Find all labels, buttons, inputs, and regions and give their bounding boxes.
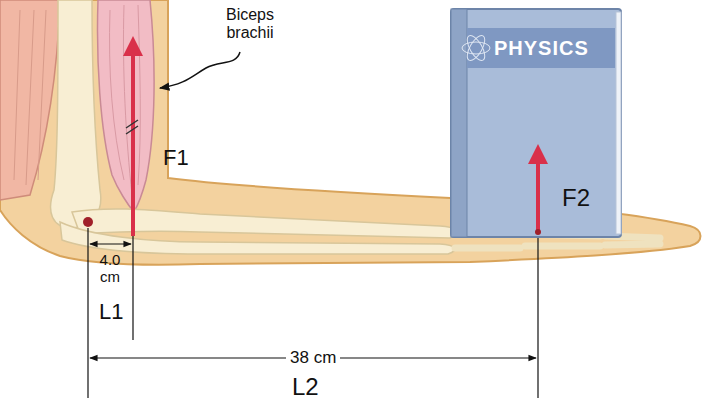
humerus-bone <box>51 0 101 228</box>
leader-line <box>160 52 240 88</box>
part-label: Biceps brachii <box>215 6 285 41</box>
ulna-bone <box>60 222 455 254</box>
dimension-arrow <box>90 243 131 244</box>
force-label: F1 <box>163 146 189 170</box>
biceps-muscle <box>98 0 155 212</box>
force-label: F2 <box>562 184 590 212</box>
triceps-muscle <box>0 0 60 200</box>
pivot-dot <box>83 217 93 227</box>
book: PHYSICS F2 <box>450 8 622 238</box>
length-label: L2 <box>292 374 319 400</box>
radius-bone <box>72 209 456 238</box>
break-mark <box>126 120 138 134</box>
dimension-label: 4.0 cm <box>94 252 126 285</box>
force-arrow <box>131 46 135 236</box>
dimension-line <box>537 238 538 398</box>
length-label: L1 <box>99 300 123 324</box>
arm-skin <box>0 0 701 265</box>
dimension-label: 38 cm <box>286 349 340 368</box>
dimension-line <box>87 228 88 398</box>
book-title: PHYSICS <box>494 37 589 60</box>
dimension-line <box>132 236 133 340</box>
